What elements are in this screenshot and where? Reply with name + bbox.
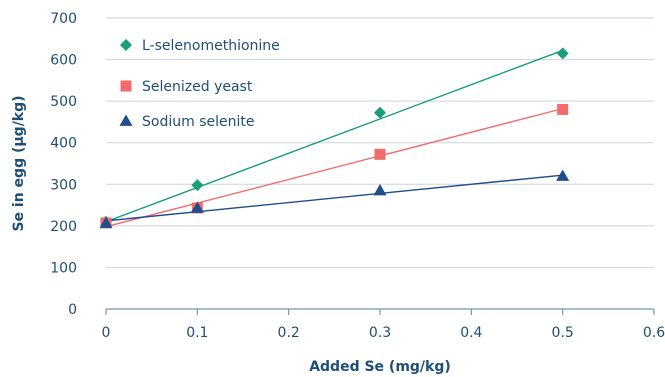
grid-layer [106,17,654,268]
x-tick-label: 0.4 [460,325,482,341]
y-tick-label: 0 [68,302,77,318]
y-tick-label: 500 [50,94,77,110]
data-point-triangle [556,169,570,181]
data-point-diamond [374,106,386,119]
data-point-square [374,148,386,160]
data-point-diamond [191,179,204,192]
tick-labels: 0 100 200 300 400 500 600 700 0 0.1 0.2 0.3 0.4 0.5 0.… [50,11,665,341]
data-point-diamond [556,47,569,60]
legend-label: Selenized yeast [142,79,253,95]
legend-marker-triangle [119,114,133,126]
x-tick-label: 0.1 [186,325,208,341]
legend-marker-diamond [120,39,132,51]
y-tick-label: 400 [50,136,77,152]
y-tick-label: 700 [50,11,77,27]
data-points [99,47,570,229]
x-tick-label: 0.5 [552,325,574,341]
x-tick-label: 0.6 [643,325,665,341]
trendline-1 [105,107,563,228]
x-axis-title: Added Se (mg/kg) [309,359,451,375]
data-point-square [557,103,569,115]
y-tick-label: 100 [50,260,77,276]
axis-layer [105,308,655,315]
trendline-0 [105,49,563,223]
y-tick-label: 600 [50,53,77,69]
x-tick-label: 0.3 [369,325,391,341]
data-point-triangle [373,184,387,196]
legend-label: L-selenomethionine [142,38,280,54]
y-tick-label: 300 [50,177,77,193]
trendline-2 [105,174,563,222]
x-tick-label: 0 [102,325,111,341]
y-tick-label: 200 [50,219,77,235]
y-axis-title: Se in egg (µg/kg) [11,95,27,231]
trendlines [105,49,563,228]
data-point-triangle [190,201,204,213]
legend-marker-square [120,80,132,92]
x-tick-label: 0.2 [278,325,300,341]
data-point-triangle [99,216,113,228]
legend-label: Sodium selenite [142,114,254,130]
